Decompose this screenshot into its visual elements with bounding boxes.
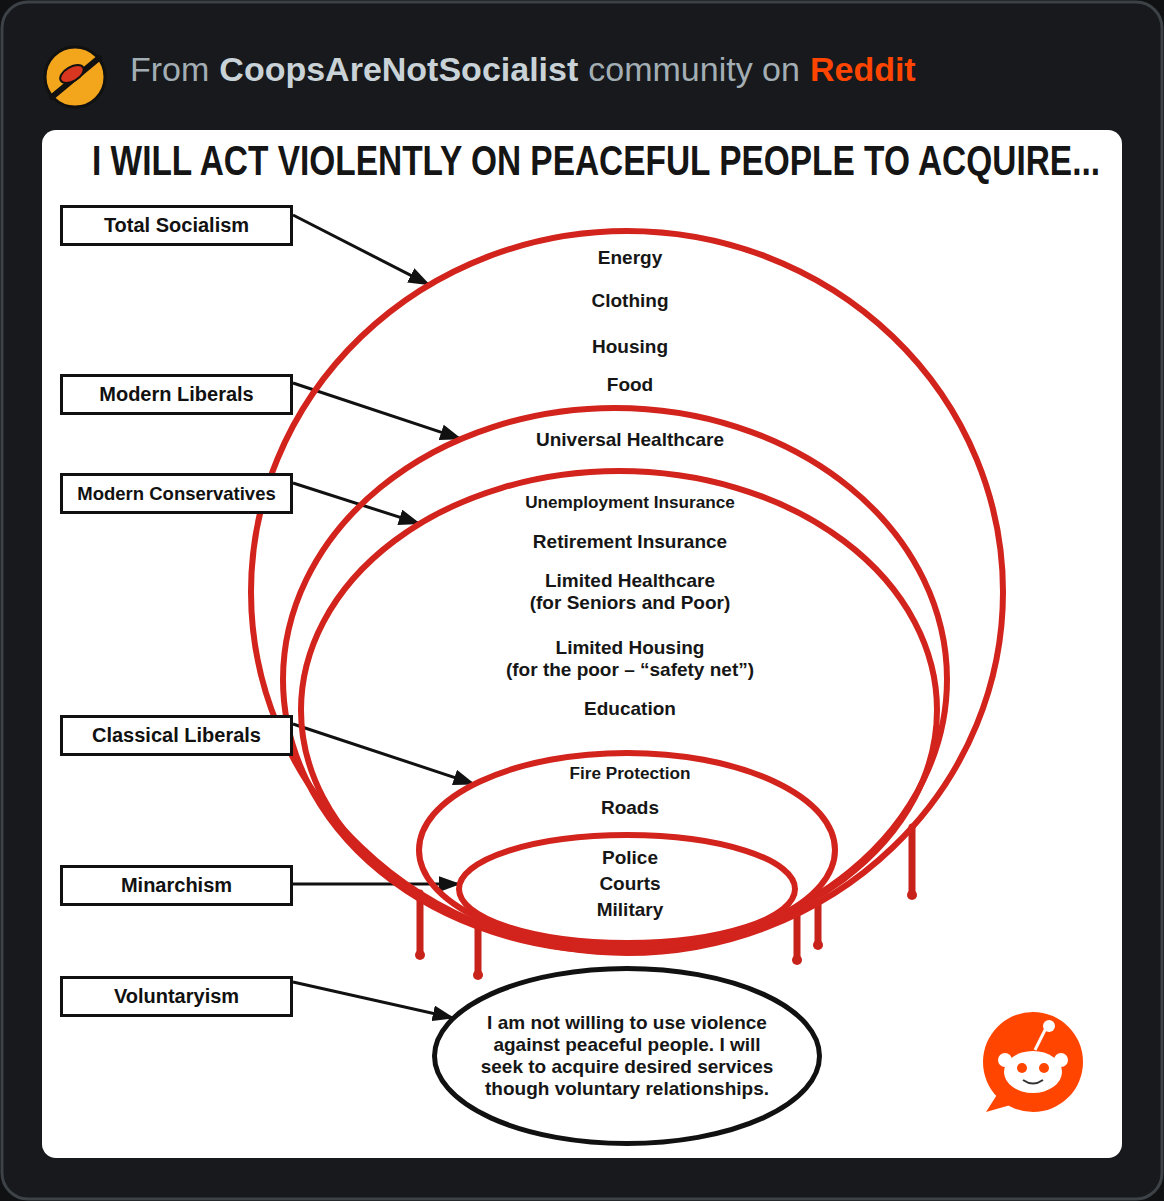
label-text: Total Socialism: [104, 214, 249, 237]
label-box: Modern Conservatives: [60, 473, 293, 514]
header-line: From CoopsAreNotSocialist community on Redd…: [130, 50, 916, 89]
header-text: CoopsAreNotSocialist: [219, 50, 578, 89]
ellipse-outline: [435, 969, 820, 1144]
ring-region: PoliceCourtsMilitary: [456, 832, 798, 946]
diagram-title: I WILL ACT VIOLENTLY ON PEACEFUL PEOPLE …: [92, 140, 1100, 182]
blood-drips: [415, 827, 917, 980]
label-box: Total Socialism: [60, 205, 293, 246]
header-text: Reddit: [810, 50, 916, 89]
ellipse-outline: [251, 231, 1003, 953]
item-text: Fire Protection: [569, 762, 690, 784]
connector-arrow: [293, 483, 420, 524]
ring-region: Universal HealthcareUnemployment Insuran…: [280, 405, 950, 954]
item-text: Roads: [601, 797, 659, 819]
label-box: Classical Liberals: [60, 715, 293, 756]
item-text: Education: [584, 698, 676, 720]
header-text: From: [130, 50, 209, 89]
item-text: Clothing: [591, 290, 668, 312]
voluntary-ellipse: I am not willing to use violence against…: [432, 966, 822, 1146]
ring-region: Unemployment InsuranceRetirement Insuran…: [298, 468, 940, 952]
header-text: community on: [588, 50, 800, 89]
label-text: Voluntaryism: [114, 985, 239, 1008]
item-text: Courts: [599, 873, 660, 895]
connector-arrow: [293, 383, 461, 439]
item-text: Police: [602, 847, 658, 869]
item-text: Retirement Insurance: [533, 531, 727, 553]
ring-region: EnergyClothingHousingFoodUniversal Healt…: [248, 228, 1006, 956]
label-text: Modern Conservatives: [77, 483, 275, 505]
ellipse-outline: [459, 835, 795, 943]
ellipse-outline: [283, 408, 947, 951]
label-box: Minarchism: [60, 865, 293, 906]
ellipse-outline: [419, 753, 835, 947]
label-text: Modern Liberals: [99, 383, 253, 406]
community-icon: [45, 47, 105, 107]
item-text: Military: [597, 899, 664, 921]
label-box: Voluntaryism: [60, 976, 293, 1017]
item-text: Unemployment Insurance: [525, 491, 735, 513]
item-text: I am not willing to use violence against…: [481, 1012, 774, 1100]
label-text: Minarchism: [121, 874, 232, 897]
connector-arrow: [293, 982, 454, 1018]
reddit-logo: [983, 1012, 1083, 1112]
item-text: Housing: [592, 336, 668, 358]
connector-arrow: [293, 724, 474, 784]
label-text: Classical Liberals: [92, 724, 261, 747]
ring-region: Fire ProtectionRoadsPoliceCourtsMilitary: [416, 750, 838, 950]
item-text: Limited Housing (for the poor – “safety …: [506, 637, 754, 681]
ellipse-outline: [301, 471, 937, 949]
item-text: Universal Healthcare: [536, 429, 724, 451]
item-text: Energy: [598, 247, 662, 269]
item-text: Food: [607, 374, 653, 396]
white-panel: [42, 130, 1122, 1158]
label-box: Modern Liberals: [60, 374, 293, 415]
connector-arrow: [293, 215, 429, 285]
item-text: Limited Healthcare (for Seniors and Poor…: [530, 570, 731, 614]
